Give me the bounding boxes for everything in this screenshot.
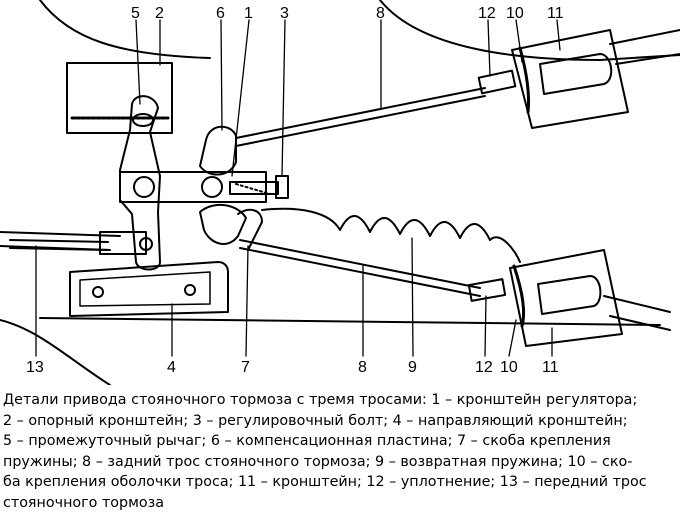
leader-3 — [281, 19, 286, 177]
leader-10-bottom — [508, 319, 517, 357]
callout-1: 1 — [244, 5, 253, 22]
callout-8-top: 8 — [376, 5, 385, 22]
callout-12-bottom: 12 — [475, 359, 493, 376]
callout-8-bottom: 8 — [358, 359, 367, 376]
support-bracket — [66, 62, 173, 134]
figure-caption: Детали привода стояночного тормоза с тре… — [3, 390, 679, 514]
callout-13: 13 — [26, 359, 44, 376]
caption-line: стояночного тормоза — [3, 494, 165, 511]
callout-3: 3 — [280, 5, 289, 22]
plate-hole-left — [133, 176, 155, 198]
cable-clip-upper — [518, 46, 530, 114]
front-cable-end — [99, 231, 147, 255]
bracket-lower-slot — [537, 275, 602, 315]
rear-cable-lower-2 — [239, 247, 481, 297]
bracket-upper-slot — [539, 53, 613, 95]
leader-9 — [411, 237, 414, 357]
caption-line: 2 – опорный кронштейн; 3 – регулировочны… — [3, 412, 628, 429]
leader-11-top — [556, 19, 561, 51]
caption-line: пружины; 8 – задний трос стояночного тор… — [3, 453, 633, 470]
cable-lower-exit-2 — [609, 315, 671, 331]
caption-line: ба крепления оболочки троса; 11 – кроншт… — [3, 474, 647, 491]
front-cable-2 — [9, 247, 109, 251]
cable-seal-upper — [477, 69, 517, 95]
return-spring — [261, 207, 521, 263]
callout-2: 2 — [155, 5, 164, 22]
body-contour-upper — [39, 0, 211, 59]
cable-seal-lower — [467, 278, 507, 302]
leader-12-top — [487, 19, 491, 77]
compensation-plate-lower — [199, 203, 247, 245]
caption-line: 5 – промежуточный рычаг; 6 – компенсацио… — [3, 433, 611, 450]
callout-11-bottom: 11 — [542, 359, 559, 376]
guide-bracket — [69, 261, 229, 317]
callout-7: 7 — [241, 359, 250, 376]
cable-upper-exit — [609, 29, 680, 45]
lever-pivot — [132, 113, 154, 127]
leader-5 — [135, 19, 141, 105]
front-cable — [9, 239, 109, 243]
leader-6 — [220, 19, 223, 131]
rear-cable-lower — [239, 239, 481, 289]
bracket-upper — [511, 29, 629, 129]
guide-bracket-inner — [79, 271, 211, 307]
body-contour-lower — [0, 319, 111, 385]
callout-5: 5 — [131, 5, 140, 22]
plate-hole-right — [201, 176, 223, 198]
front-cable-pin — [139, 237, 153, 251]
adjusting-bolt-thread — [235, 183, 271, 195]
callout-10-bottom: 10 — [500, 359, 518, 376]
callout-4: 4 — [167, 359, 176, 376]
rear-cable-upper-2 — [235, 95, 486, 147]
leader-10-top — [515, 19, 523, 63]
rear-cable-upper — [235, 87, 486, 139]
guide-bracket-hole-right — [184, 284, 196, 296]
callout-12-top: 12 — [478, 5, 496, 22]
leader-1 — [231, 19, 250, 177]
spring-clip — [237, 208, 263, 251]
leader-12-bottom — [484, 295, 487, 357]
callout-10-top: 10 — [506, 5, 524, 22]
cable-clip-lower — [512, 264, 526, 328]
callout-11-top: 11 — [547, 5, 564, 22]
adjusting-bolt-body — [229, 181, 279, 195]
compensation-plate — [199, 125, 237, 176]
floor-line-3 — [39, 317, 661, 326]
cable-upper-exit-2 — [615, 53, 680, 65]
guide-bracket-hole-left — [92, 286, 104, 298]
body-contour-right — [379, 0, 680, 61]
brake-drive-diagram: 5 2 6 1 3 8 12 10 11 13 4 7 8 9 12 10 11 — [0, 0, 680, 385]
cable-lower-exit — [603, 295, 671, 313]
caption-line: Детали привода стояночного тормоза с тре… — [3, 392, 638, 408]
callout-9: 9 — [408, 359, 417, 376]
callout-6: 6 — [216, 5, 225, 22]
bracket-lower — [509, 249, 623, 347]
regulator-plate — [119, 171, 267, 203]
leader-7 — [245, 245, 249, 357]
